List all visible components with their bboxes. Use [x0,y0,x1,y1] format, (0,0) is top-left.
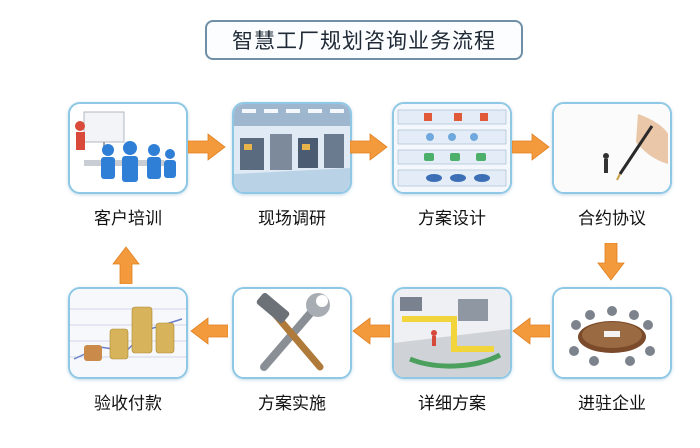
step-solution-design: 方案设计 [392,102,512,229]
hammer-wrench-icon [234,289,350,377]
arrow-left-icon [190,317,228,345]
training-meeting-icon [75,111,176,182]
step-label: 现场调研 [258,209,326,229]
step-enterprise-entry: 进驻企业 [552,287,672,414]
step-label: 验收付款 [94,394,162,414]
contract-agreement-image [552,102,672,194]
site-survey-image [232,102,352,194]
design-flowchart-icon [394,104,510,192]
solution-design-image [392,102,512,194]
arrow-down-icon [597,243,625,281]
step-label: 方案实施 [258,394,326,414]
arrow-right-icon [350,133,388,161]
step-label: 合约协议 [578,209,646,229]
step-label: 客户培训 [94,209,162,229]
coin-stacks-chart-icon [70,289,186,377]
step-customer-training: 客户培训 [68,102,188,229]
arrow-right-icon [512,133,550,161]
step-site-survey: 现场调研 [232,102,352,229]
signing-pen-icon [554,104,670,192]
production-line-icon [394,289,510,377]
arrow-right-icon [188,133,226,161]
acceptance-payment-image [68,287,188,379]
step-detailed-solution: 详细方案 [392,287,512,414]
arrow-left-icon [352,317,390,345]
customer-training-image [68,102,188,194]
step-contract-agreement: 合约协议 [552,102,672,229]
step-label: 详细方案 [418,394,486,414]
diagram-title: 智慧工厂规划咨询业务流程 [205,20,523,60]
arrow-up-icon [112,246,140,284]
detailed-solution-image [392,287,512,379]
conference-table-icon [554,289,670,377]
arrow-left-icon [512,317,550,345]
step-label: 进驻企业 [578,394,646,414]
step-label: 方案设计 [418,209,486,229]
factory-floor-icon [234,104,350,192]
step-acceptance-payment: 验收付款 [68,287,188,414]
enterprise-entry-image [552,287,672,379]
solution-implementation-image [232,287,352,379]
step-solution-implementation: 方案实施 [232,287,352,414]
